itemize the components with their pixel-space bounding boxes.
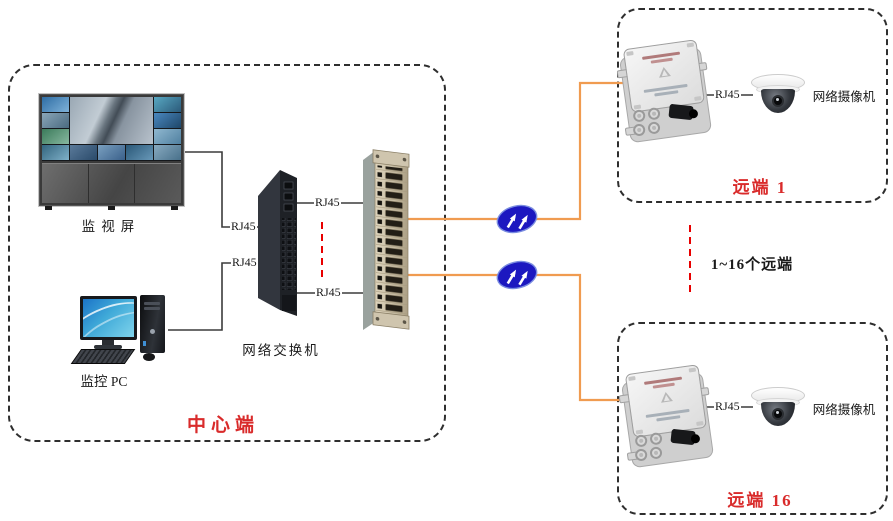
wall-tile: [154, 113, 181, 128]
remote16-zone-box: [617, 322, 888, 515]
pc-tower: [140, 295, 165, 353]
camera-dome: [761, 402, 795, 426]
monitor-wall: [38, 93, 185, 210]
lid-corner: [696, 421, 704, 426]
wall-foot: [171, 206, 178, 210]
camera-dome: [761, 89, 795, 113]
device-print-line: [656, 415, 681, 421]
wireless-link-icon: [496, 204, 538, 234]
remote16-dome-camera: [751, 387, 805, 427]
pc-keyboard: [70, 349, 136, 364]
lid-corner: [626, 51, 634, 56]
rj45-label-wall-switch: RJ45: [230, 219, 257, 233]
camera1-label: 网络摄像机: [812, 90, 876, 104]
remote1-label: 远端 1: [732, 178, 788, 197]
pc-monitor-stand: [102, 340, 114, 346]
device-lid: [624, 364, 707, 438]
lid-corner: [688, 367, 697, 373]
device-print-line: [650, 57, 673, 64]
wall-tile: [126, 145, 153, 160]
wall-tile: [154, 145, 181, 160]
rj45-label-switch-panel-bottom: RJ45: [315, 285, 342, 299]
monitor-wall-screens: [42, 97, 181, 161]
waterproof-connector: [670, 428, 696, 446]
remote16-label: 远端 16: [727, 491, 793, 510]
wall-tile: [70, 145, 97, 160]
rj45-label-remote16: RJ45: [714, 399, 741, 413]
wall-tile: [42, 113, 69, 128]
wall-tile: [42, 97, 69, 112]
lid-corner: [694, 96, 702, 101]
tower-led: [143, 341, 146, 346]
pc-monitor: [80, 296, 137, 340]
camera-lens-icon: [772, 408, 784, 420]
rj45-label-remote1: RJ45: [714, 87, 741, 101]
rj45-label-switch-panel-top: RJ45: [314, 195, 341, 209]
remote1-dome-camera: [751, 74, 805, 114]
remote1-outdoor-device: [616, 38, 714, 144]
power-button: [150, 329, 155, 334]
cabinet-divider: [133, 164, 135, 203]
waterproof-connector: [668, 103, 694, 121]
wall-tile: [98, 145, 125, 160]
wall-tile-large: [70, 97, 153, 144]
warning-triangle: [657, 66, 671, 78]
monitor-wall-cabinet: [42, 163, 181, 203]
device-lid: [622, 39, 705, 113]
wall-tile: [154, 129, 181, 144]
wall-tile: [42, 145, 69, 160]
lid-corner: [635, 429, 644, 435]
rj45-label-pc-switch: RJ45: [231, 255, 258, 269]
monitoring-pc: [70, 292, 175, 364]
pc-monitor-base: [94, 345, 122, 349]
device-print-line: [654, 90, 679, 96]
center-zone-label: 中心端: [186, 415, 259, 436]
drive-bay: [144, 302, 160, 305]
drive-bay: [144, 307, 160, 310]
camera16-label: 网络摄像机: [812, 403, 876, 417]
device-print-line: [652, 382, 675, 389]
wall-tile: [42, 129, 69, 144]
remote-count-label: 1~16个远端: [710, 257, 794, 273]
wall-tile: [154, 97, 181, 112]
warning-triangle: [659, 391, 673, 403]
camera-lens-icon: [772, 95, 784, 107]
switch-label: 网络交换机: [242, 343, 320, 358]
pc-screen: [83, 299, 134, 337]
remote16-outdoor-device: [618, 363, 716, 469]
cabinet-divider: [87, 164, 89, 203]
monitor-wall-label: 监视屏: [81, 219, 141, 234]
wall-foot: [45, 206, 52, 210]
lid-corner: [686, 42, 695, 48]
lid-corner: [633, 104, 642, 110]
pc-mouse: [143, 353, 155, 361]
pc-label: 监控 PC: [80, 374, 128, 389]
wireless-link-icon: [496, 260, 538, 290]
wall-foot: [108, 206, 115, 210]
center-zone-box: [8, 64, 446, 442]
lid-corner: [628, 376, 636, 381]
